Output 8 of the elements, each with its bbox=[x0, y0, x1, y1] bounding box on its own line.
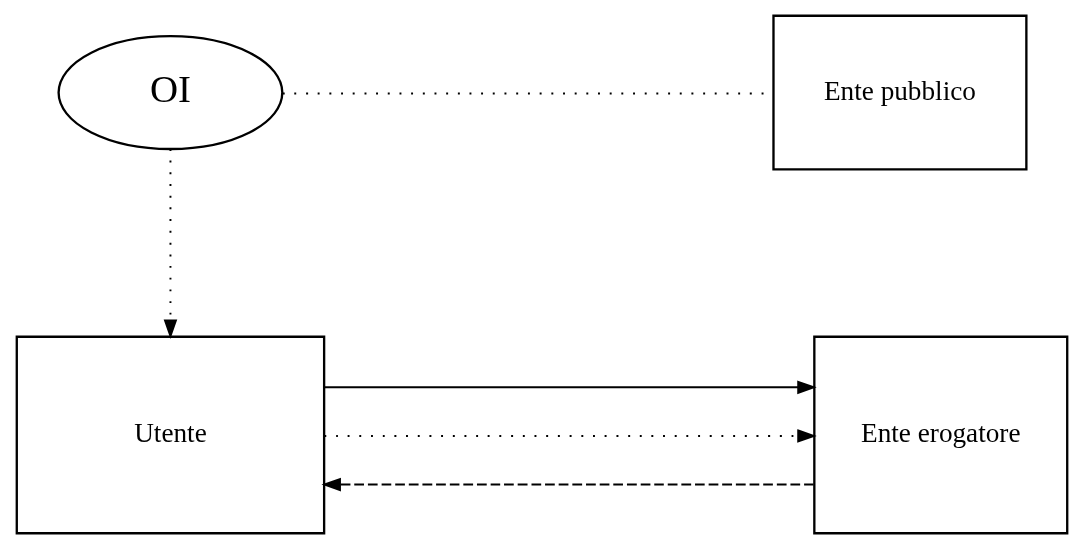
arrow bbox=[323, 380, 817, 395]
node-box: Ente erogatore bbox=[812, 335, 1068, 535]
node-box: Ente pubblico bbox=[771, 14, 1028, 171]
arrow bbox=[163, 148, 177, 340]
node-ellipse: OI bbox=[56, 35, 283, 151]
arrow bbox=[323, 429, 817, 443]
node-box: Utente bbox=[15, 335, 325, 535]
arrow bbox=[320, 477, 815, 492]
